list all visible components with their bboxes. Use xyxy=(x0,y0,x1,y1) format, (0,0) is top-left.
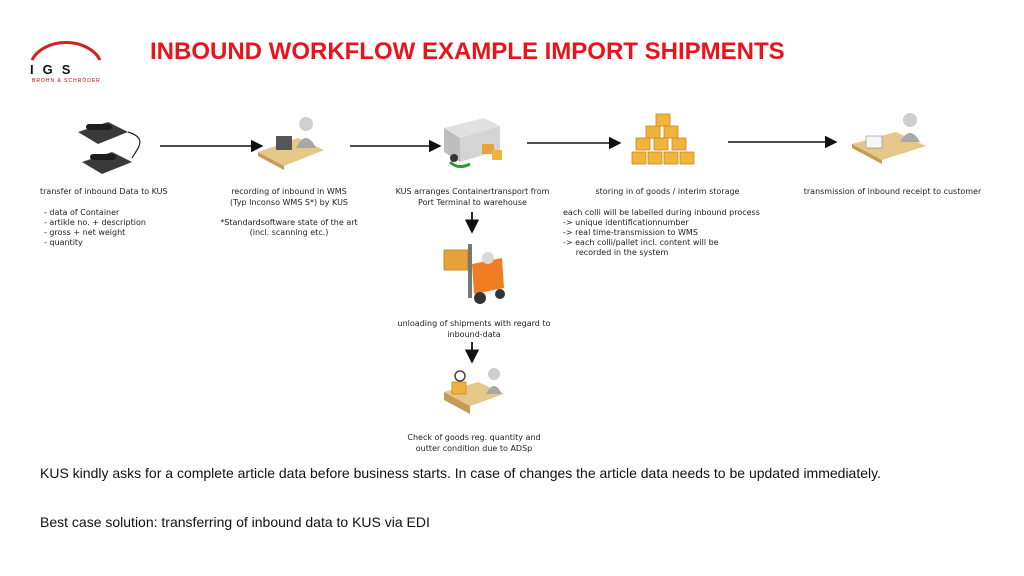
storage-note: each colli will be labelled during inbou… xyxy=(563,208,760,257)
inspection-icon xyxy=(444,368,504,414)
bottom-solution: Best case solution: transferring of inbo… xyxy=(40,514,430,530)
igs-logo: IGS BROHN & SCHRÖDER xyxy=(28,30,108,86)
boxes-icon xyxy=(631,113,695,165)
logo-arc-icon xyxy=(30,41,102,61)
step-label-4: storing in of goods / interim storage xyxy=(595,187,740,196)
page-title: INBOUND WORKFLOW EXAMPLE IMPORT SHIPMENT… xyxy=(150,38,785,65)
inbound-data-list: - data of Container - artikle no. + desc… xyxy=(44,208,146,247)
truck-icon xyxy=(444,118,502,169)
step-label-3: KUS arranges Containertransport from Por… xyxy=(395,187,550,207)
forklift-icon xyxy=(443,244,505,304)
step-label-6: unloading of shipments with regard to in… xyxy=(397,319,551,339)
telephone-icon xyxy=(78,122,141,174)
office-desk-icon xyxy=(852,113,926,164)
logo-subtext: BROHN & SCHRÖDER xyxy=(32,78,101,84)
desk-worker-icon xyxy=(258,117,324,170)
step-label-1: transfer of inbound Data to KUS xyxy=(40,187,168,196)
logo-text: IGS xyxy=(30,62,80,77)
bottom-statement: KUS kindly asks for a complete article d… xyxy=(40,465,881,481)
wms-footnote: *Standardsoftware state of the art (incl… xyxy=(220,218,358,237)
step-label-7: Check of goods reg. quantity and outter … xyxy=(407,433,541,453)
step-label-2: recording of inbound in WMS (Typ Inconso… xyxy=(229,187,348,207)
step-label-5: transmission of inbound receipt to custo… xyxy=(803,187,982,196)
